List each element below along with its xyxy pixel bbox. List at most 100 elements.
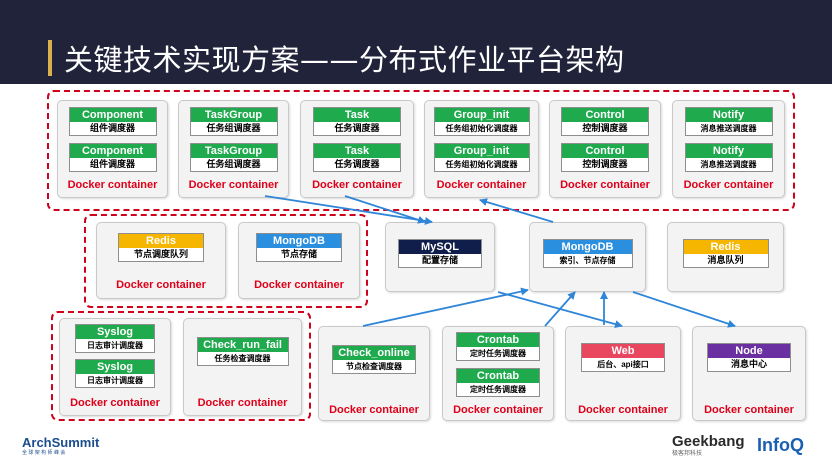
scheduler-group <box>47 90 795 211</box>
docker-container-label: Docker container <box>578 404 668 416</box>
service-description: 日志审计调度器 <box>87 376 143 385</box>
geekbang-logo-text: Geekbang <box>672 433 745 450</box>
mongodb-index-service-1: MongoDB 索引、节点存储 <box>542 239 633 268</box>
geekbang-logo: Geekbang 极客邦科技 <box>672 434 752 460</box>
service-description: 定时任务调度器 <box>470 385 526 394</box>
service-description: 节点存储 <box>280 249 317 259</box>
docker-container-label: Docker container <box>329 404 419 416</box>
service-name-badge: Crontab <box>457 333 539 347</box>
service-description: 控制调度器 <box>582 123 628 133</box>
docker-container-label: Docker container <box>188 179 279 191</box>
service-name-badge: TaskGroup <box>190 108 277 122</box>
check-online-card: Check_online 节点检查调度器 Docker container <box>318 326 430 421</box>
title-accent-bar <box>48 40 52 76</box>
infoq-logo: InfoQ <box>757 435 804 455</box>
service-description: 配置存储 <box>421 255 458 265</box>
docker-container-label: Docker container <box>436 179 527 191</box>
service-description: 任务组调度器 <box>206 123 261 133</box>
arrow-mongodb-to-node <box>632 291 736 328</box>
service-name-badge: Control <box>562 144 648 158</box>
service-name-badge: MongoDB <box>257 234 341 248</box>
service-description: 任务组调度器 <box>206 159 261 169</box>
geekbang-logo-subtext: 极客邦科技 <box>672 451 703 457</box>
service-name-badge: Task <box>314 144 400 158</box>
service-description: 消息推送调度器 <box>700 160 757 169</box>
service-description: 任务检查调度器 <box>214 354 271 363</box>
docker-container-label: Docker container <box>312 179 402 191</box>
slide-title: 关键技术实现方案——分布式作业平台架构 <box>64 43 625 77</box>
docker-container-label: Docker container <box>683 179 774 191</box>
arrow-crontab-up-mongodb <box>544 291 576 327</box>
arrow-checkonline-to-mongodb <box>362 287 529 327</box>
service-name-badge: Check_run_fail <box>197 338 288 352</box>
service-name-badge: MongoDB <box>543 240 632 254</box>
service-description: 控制调度器 <box>582 159 628 169</box>
service-description: 消息推送调度器 <box>700 124 757 133</box>
check-online-service-1: Check_online 节点检查调度器 <box>332 345 416 374</box>
service-description: 消息队列 <box>707 255 744 265</box>
service-description: 定时任务调度器 <box>470 349 526 358</box>
archsummit-logo-subtext: 全 球 架 构 师 峰 会 <box>22 450 66 456</box>
crontab-service-2: Crontab 定时任务调度器 <box>456 368 540 397</box>
service-description: 任务组初始化调度器 <box>445 124 518 133</box>
docker-container-label: Docker container <box>116 279 206 291</box>
service-name-badge: Web <box>582 344 664 358</box>
docker-container-label: Docker container <box>70 397 160 409</box>
service-name-badge: MySQL <box>399 240 481 254</box>
service-name-badge: Crontab <box>457 369 539 383</box>
service-name-badge: Notify <box>685 108 772 122</box>
service-name-badge: Redis <box>683 240 768 254</box>
service-description: 任务组初始化调度器 <box>445 160 518 169</box>
mongodb-index-card: MongoDB 索引、节点存储 <box>529 222 646 292</box>
service-name-badge: Group_init <box>434 108 529 122</box>
service-description: 索引、节点存储 <box>559 256 616 265</box>
service-name-badge: Node <box>708 344 790 358</box>
service-name-badge: Redis <box>119 234 203 248</box>
service-description: 任务调度器 <box>334 159 380 169</box>
docker-container-label: Docker container <box>453 404 543 416</box>
service-description: 节点检查调度器 <box>346 362 402 371</box>
service-name-badge: Check_online <box>333 346 415 360</box>
title-header <box>0 0 832 84</box>
service-name-badge: Task <box>314 108 400 122</box>
check-run-fail-service-1: Check_run_fail 任务检查调度器 <box>196 337 289 366</box>
service-description: 日志审计调度器 <box>87 341 143 350</box>
docker-container-label: Docker container <box>560 179 650 191</box>
crontab-card: Crontab 定时任务调度器 Crontab 定时任务调度器 Docker conta… <box>442 326 554 421</box>
notify-service-1: Notify 消息推送调度器 <box>684 107 773 136</box>
service-description: 消息中心 <box>730 359 767 369</box>
crontab-service-1: Crontab 定时任务调度器 <box>456 332 540 361</box>
service-description: 组件调度器 <box>89 123 135 133</box>
service-name-badge: TaskGroup <box>190 144 277 158</box>
docker-container-label: Docker container <box>197 397 288 409</box>
docker-container-label: Docker container <box>67 179 158 191</box>
archsummit-logo-text: ArchSummit <box>22 435 100 450</box>
service-name-badge: Component <box>69 108 156 122</box>
service-description: 任务调度器 <box>334 123 380 133</box>
